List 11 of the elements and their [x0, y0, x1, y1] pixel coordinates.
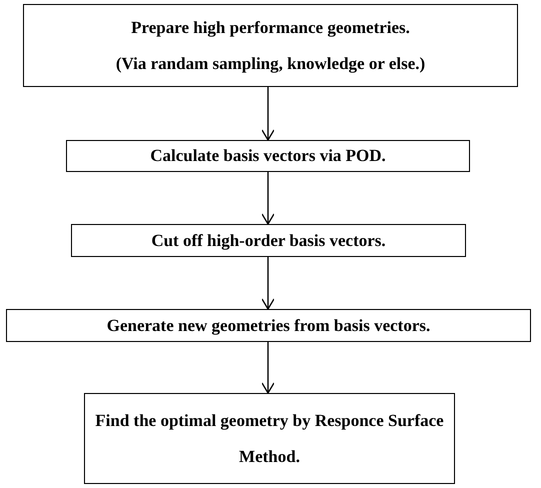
step-text: Calculate basis vectors via POD. [150, 145, 386, 167]
step-text: (Via randam sampling, knowledge or else.) [116, 52, 426, 75]
process-box [84, 393, 455, 484]
step-text: Cut off high-order basis vectors. [151, 230, 386, 252]
step-text: Find the optimal geometry by Responce Surface Method. [94, 410, 445, 468]
process-box [71, 224, 466, 257]
process-box [66, 140, 470, 172]
step-text: Prepare high performance geometries. [131, 16, 410, 39]
process-box [6, 309, 531, 342]
process-box [23, 4, 518, 87]
step-text: Generate new geometries from basis vectors. [106, 314, 430, 336]
